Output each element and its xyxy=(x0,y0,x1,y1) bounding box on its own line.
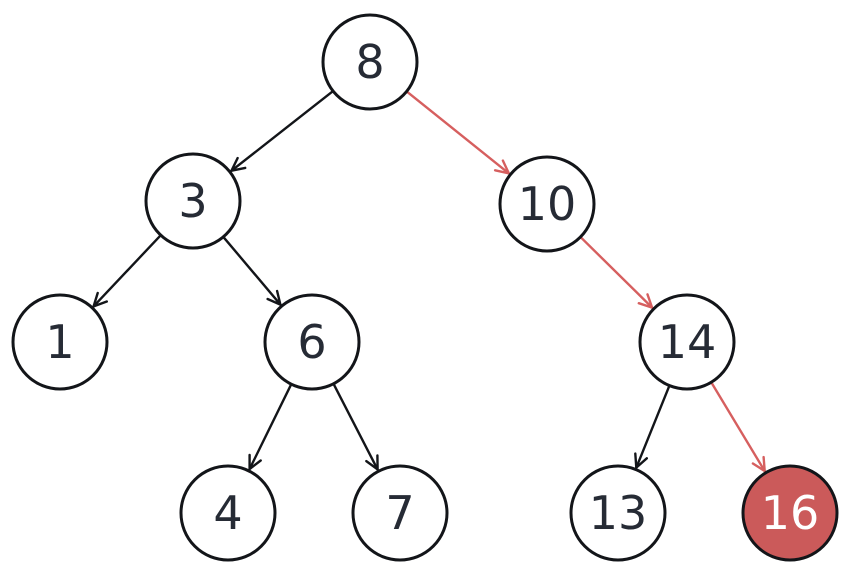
tree-edge-highlighted xyxy=(406,90,510,175)
arrowhead-icon xyxy=(266,289,282,306)
arrowhead-icon xyxy=(751,455,766,473)
edge-line xyxy=(248,383,293,471)
tree-edge xyxy=(248,383,293,471)
node-label: 3 xyxy=(178,174,207,228)
tree-node-4: 4 xyxy=(179,464,277,562)
edge-line xyxy=(406,90,510,175)
tree-edge xyxy=(92,234,162,308)
node-label: 6 xyxy=(297,315,326,369)
node-label: 16 xyxy=(761,486,820,540)
tree-edge-highlighted xyxy=(710,381,766,473)
node-circle xyxy=(263,293,361,391)
tree-edge xyxy=(222,236,282,306)
tree-node-1: 1 xyxy=(11,293,109,391)
edge-line xyxy=(222,236,282,306)
arrowhead-icon xyxy=(493,159,510,175)
edge-line xyxy=(332,383,379,471)
arrowhead-icon xyxy=(230,156,247,172)
tree-node-6: 6 xyxy=(263,293,361,391)
node-circle xyxy=(498,155,596,253)
tree-node-13: 13 xyxy=(569,464,667,562)
node-circle xyxy=(179,464,277,562)
arrowhead-icon xyxy=(92,291,108,308)
edge-line xyxy=(230,90,334,172)
arrowhead-icon xyxy=(637,293,654,309)
node-label: 7 xyxy=(385,486,414,540)
tree-node-3: 3 xyxy=(144,152,242,250)
tree-edge xyxy=(230,90,334,172)
tree-edge-highlighted xyxy=(579,236,654,309)
tree-node-16: 16 xyxy=(741,464,839,562)
arrowhead-icon xyxy=(365,454,379,471)
node-circle xyxy=(638,293,736,391)
node-circle xyxy=(321,13,419,111)
node-label: 8 xyxy=(355,35,384,89)
arrowhead-icon xyxy=(634,452,648,469)
node-label: 1 xyxy=(45,315,74,369)
node-label: 4 xyxy=(213,486,242,540)
tree-node-10: 10 xyxy=(498,155,596,253)
tree-node-14: 14 xyxy=(638,293,736,391)
edge-line xyxy=(579,236,654,309)
edge-line xyxy=(710,381,766,473)
tree-node-8: 8 xyxy=(321,13,419,111)
node-circle xyxy=(569,464,667,562)
tree-edge xyxy=(332,383,379,471)
tree-node-7: 7 xyxy=(351,464,449,562)
node-circle xyxy=(351,464,449,562)
node-label: 10 xyxy=(518,177,577,231)
node-label: 14 xyxy=(658,315,717,369)
edge-line xyxy=(92,234,162,308)
edge-line xyxy=(635,385,671,469)
node-circle xyxy=(11,293,109,391)
arrowhead-icon xyxy=(248,453,262,471)
tree-edge xyxy=(634,385,671,469)
node-label: 13 xyxy=(589,486,648,540)
node-circle xyxy=(741,464,839,562)
node-circle xyxy=(144,152,242,250)
